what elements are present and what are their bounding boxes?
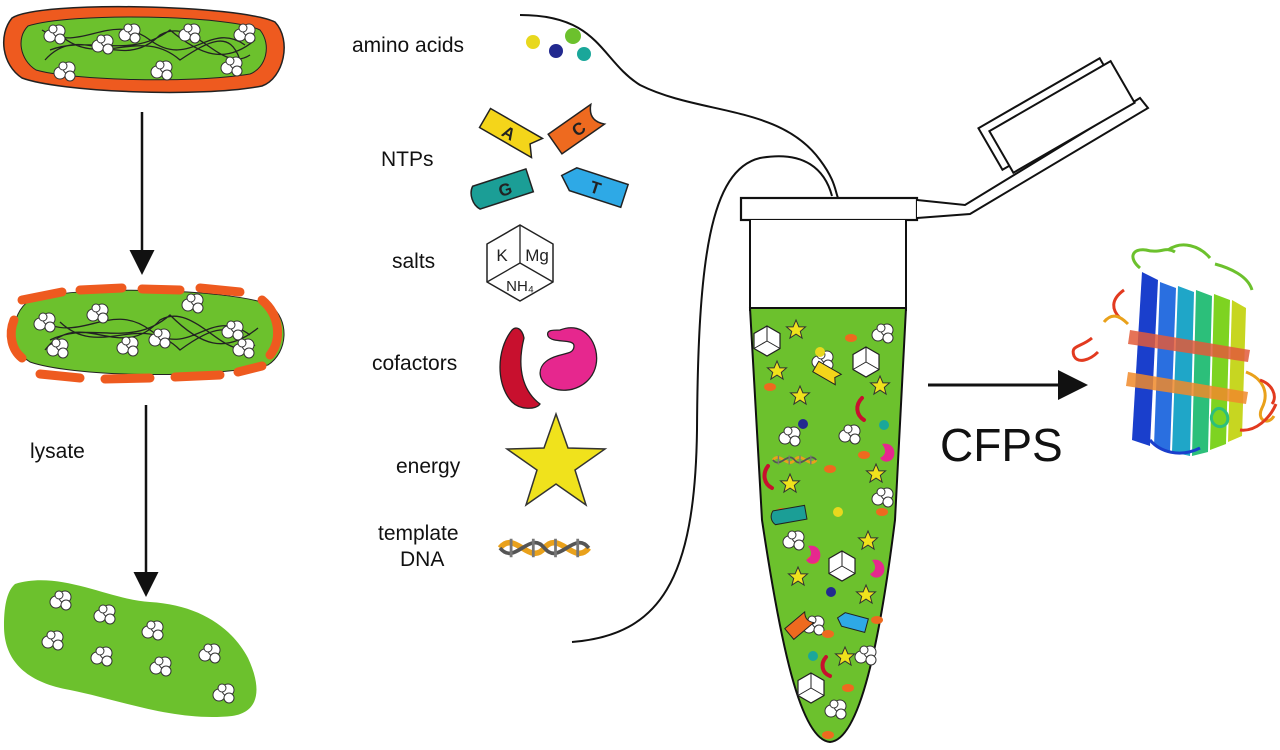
cfps-label: CFPS xyxy=(940,419,1063,471)
cofactors-label: cofactors xyxy=(372,352,457,375)
reaction-tube xyxy=(739,56,1150,744)
ntp-a: A xyxy=(478,107,545,159)
svg-text:K: K xyxy=(496,246,508,265)
lysate-label: lysate xyxy=(30,440,85,463)
ntps-label: NTPs xyxy=(381,148,434,171)
energy-star-icon xyxy=(504,411,608,507)
bracket-bottom-curve xyxy=(571,155,833,643)
svg-text:Mg: Mg xyxy=(525,246,549,265)
salts-label: salts xyxy=(392,250,435,273)
ntp-g: G xyxy=(470,167,535,210)
dna-helix-icon xyxy=(500,539,589,558)
amino-acids-label: amino acids xyxy=(352,34,464,57)
lysate-blob xyxy=(4,580,257,718)
intact-cell xyxy=(3,5,285,94)
lysed-cell xyxy=(6,283,285,384)
cofactor-icons xyxy=(499,327,598,409)
bracket-top-curve xyxy=(519,14,839,199)
salt-hexagon-icon: K Mg NH₄ xyxy=(486,224,554,302)
ntp-t: T xyxy=(560,166,630,209)
svg-text:NH₄: NH₄ xyxy=(506,278,534,295)
energy-label: energy xyxy=(396,455,461,478)
ntp-icons: A C G T xyxy=(470,102,630,210)
template-label-line1: template xyxy=(378,522,459,545)
protein-structure-icon xyxy=(1071,243,1278,456)
amino-acid-dots xyxy=(526,28,591,61)
svg-text:G: G xyxy=(496,179,514,201)
ntp-c: C xyxy=(547,102,607,155)
template-label-line2: DNA xyxy=(400,548,444,571)
